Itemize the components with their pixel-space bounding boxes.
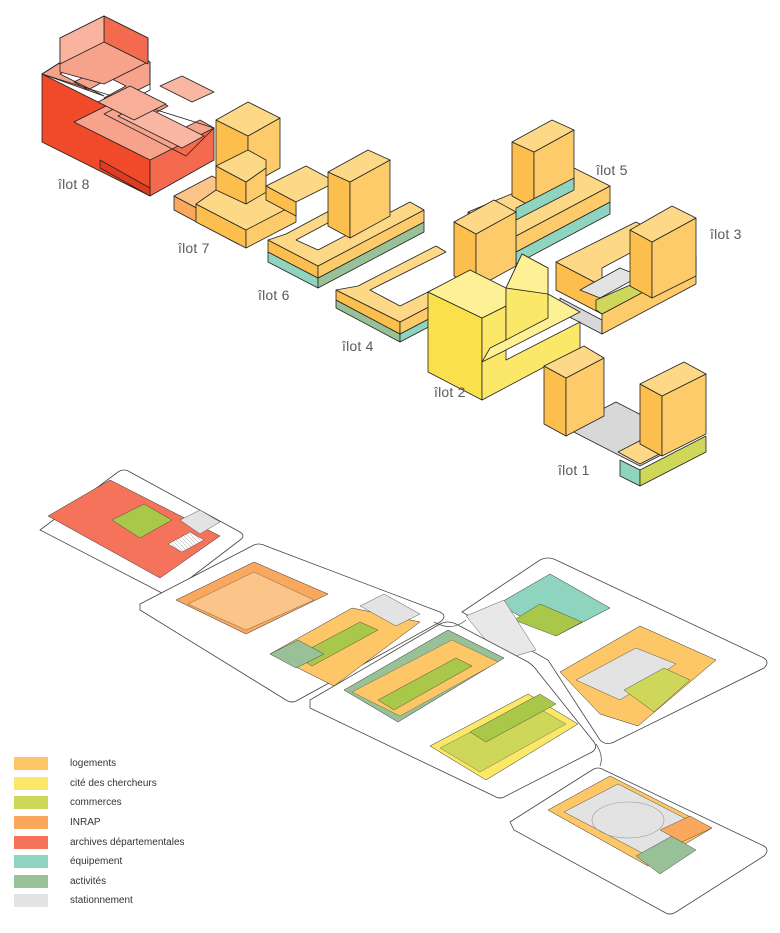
plan-ilot-1 (509, 767, 768, 915)
legend-item-cite-des-chercheurs: cité des chercheurs (14, 774, 254, 794)
block-ilot-8 (41, 15, 215, 197)
legend-label: logements (70, 758, 117, 770)
block-ilot-7 (173, 101, 337, 249)
legend-label: activités (70, 875, 107, 887)
label-ilot-4: îlot 4 (342, 338, 374, 354)
label-ilot-1: îlot 1 (558, 462, 590, 478)
label-ilot-2: îlot 2 (434, 384, 466, 400)
label-ilot-7: îlot 7 (178, 240, 210, 256)
plan-ilot-8 (39, 469, 244, 595)
block-ilot-6 (267, 149, 425, 289)
legend-swatch (14, 776, 48, 790)
legend-item-stationnement: stationnement (14, 891, 254, 911)
plan-ilot-7-6 (139, 543, 445, 703)
legend-swatch (14, 835, 48, 849)
legend-label: commerces (70, 797, 122, 809)
legend-swatch (14, 874, 48, 888)
block-ilot-3 (555, 205, 697, 335)
legend-label: cité des chercheurs (70, 777, 157, 789)
block-ilot-1 (543, 345, 707, 487)
legend-label: archives départementales (70, 836, 185, 848)
legend-item-archives: archives départementales (14, 832, 254, 852)
legend-swatch (14, 894, 48, 908)
legend-item-activites: activités (14, 872, 254, 892)
legend-swatch (14, 816, 48, 830)
legend-swatch (14, 796, 48, 810)
legend-label: INRAP (70, 817, 101, 829)
label-ilot-5: îlot 5 (596, 162, 628, 178)
plan-ilot-4-2 (309, 621, 596, 799)
label-ilot-3: îlot 3 (710, 226, 742, 242)
legend-swatch (14, 855, 48, 869)
legend-label: équipement (70, 856, 123, 868)
legend-swatch (14, 757, 48, 771)
legend: logements cité des chercheurs commerces … (14, 754, 254, 911)
block-ilot-2 (427, 253, 581, 401)
label-ilot-6: îlot 6 (258, 287, 290, 303)
plan-ilot-5-3 (461, 557, 768, 744)
legend-label: stationnement (70, 895, 133, 907)
site-plans (39, 469, 768, 915)
legend-item-inrap: INRAP (14, 813, 254, 833)
legend-item-commerces: commerces (14, 793, 254, 813)
legend-item-equipement: équipement (14, 852, 254, 872)
legend-item-logements: logements (14, 754, 254, 774)
label-ilot-8: îlot 8 (58, 176, 90, 192)
